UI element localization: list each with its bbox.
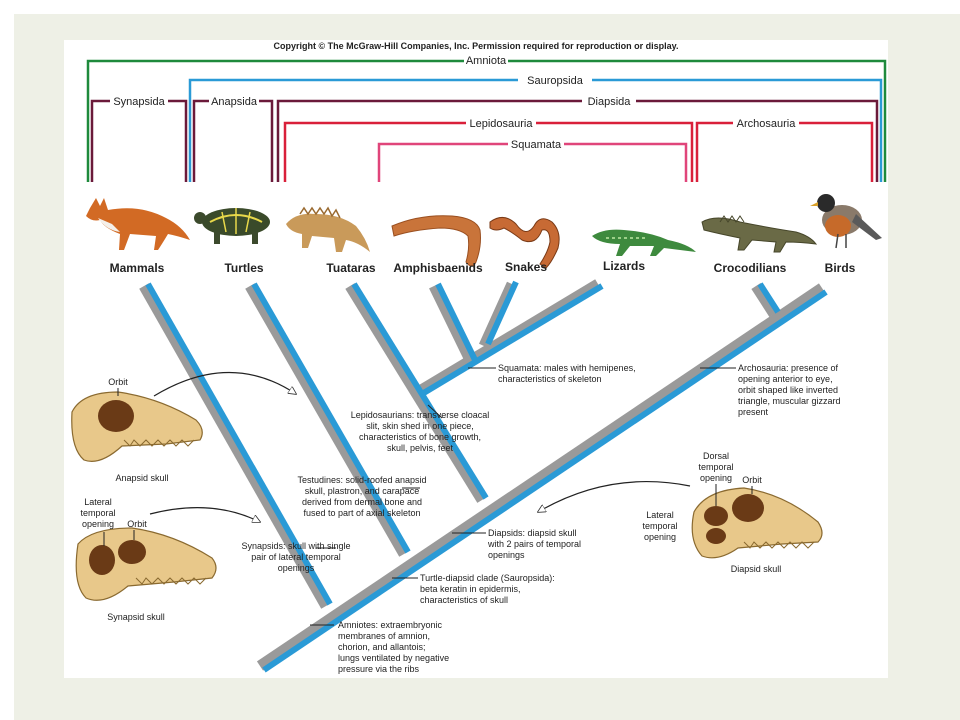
turtle-icon	[194, 208, 270, 244]
sauropsida-label: Sauropsida	[527, 75, 584, 87]
leader-lines	[310, 367, 736, 626]
diapsid-skull: Dorsal temporal opening Orbit Lateral te…	[642, 451, 823, 574]
svg-text:opening: opening	[644, 532, 676, 542]
curved-arrows	[149, 371, 691, 522]
synapsid-skull: Lateral temporal opening Orbit Synapsid …	[75, 497, 217, 622]
cladogram-branches	[139, 279, 828, 673]
taxon-label-tuataras: Tuataras	[326, 261, 375, 275]
svg-text:openings: openings	[278, 563, 315, 573]
svg-text:temporal: temporal	[698, 462, 733, 472]
annotation-archosauria: Archosauria: presence of opening anterio…	[738, 363, 841, 417]
svg-text:Orbit: Orbit	[108, 377, 128, 387]
svg-text:characteristics of skull: characteristics of skull	[420, 595, 508, 605]
taxon-label-birds: Birds	[825, 261, 856, 275]
svg-text:Synapsids: skull with single: Synapsids: skull with single	[241, 541, 350, 551]
fox-icon	[86, 198, 190, 250]
taxon-label-snakes: Snakes	[505, 260, 547, 274]
svg-text:Lateral: Lateral	[84, 497, 112, 507]
top-white-band	[0, 0, 960, 14]
svg-text:with 2 pairs of temporal: with 2 pairs of temporal	[487, 539, 581, 549]
annotation-lepidosaurians: Lepidosaurians: transverse cloacal slit,…	[351, 410, 490, 453]
annotation-diapsids: Diapsids: diapsid skull with 2 pairs of …	[487, 528, 581, 560]
anapsida-bracket	[192, 99, 274, 182]
crocodile-icon	[701, 215, 818, 253]
svg-text:Anapsid skull: Anapsid skull	[115, 473, 168, 483]
svg-text:Synapsid skull: Synapsid skull	[107, 612, 165, 622]
copyright-text: Copyright © The McGraw-Hill Companies, I…	[273, 41, 678, 51]
svg-text:pair of lateral temporal: pair of lateral temporal	[251, 552, 341, 562]
svg-text:characteristics of bone growth: characteristics of bone growth,	[359, 432, 481, 442]
svg-text:temporal: temporal	[80, 508, 115, 518]
svg-text:opening: opening	[700, 473, 732, 483]
svg-text:slit, skin shed in one piece,: slit, skin shed in one piece,	[366, 421, 474, 431]
synapsida-bracket	[90, 99, 188, 182]
sauropsida-bracket	[188, 78, 883, 182]
lizard-icon	[592, 229, 696, 256]
annotation-turtle-diapsid: Turtle-diapsid clade (Sauropsida): beta …	[420, 573, 555, 605]
svg-text:Testudines: solid-roofed anaps: Testudines: solid-roofed anapsid	[297, 475, 426, 485]
svg-text:skull, plastron, and carapace: skull, plastron, and carapace	[305, 486, 420, 496]
svg-text:characteristics of skeleton: characteristics of skeleton	[498, 374, 602, 384]
svg-text:orbit shaped like inverted: orbit shaped like inverted	[738, 385, 838, 395]
svg-text:present: present	[738, 407, 769, 417]
bird-icon	[810, 194, 882, 249]
svg-text:membranes of amnion,: membranes of amnion,	[338, 631, 430, 641]
svg-text:Squamata: males with hemipenes: Squamata: males with hemipenes,	[498, 363, 636, 373]
svg-text:pressure via the ribs: pressure via the ribs	[338, 664, 420, 674]
svg-text:Amniotes: extraembryonic: Amniotes: extraembryonic	[338, 620, 443, 630]
svg-text:triangle, muscular gizzard: triangle, muscular gizzard	[738, 396, 841, 406]
svg-text:Orbit: Orbit	[127, 519, 147, 529]
amniota-label: Amniota	[466, 55, 507, 67]
tuatara-icon	[286, 206, 370, 252]
svg-text:lungs ventilated by negative: lungs ventilated by negative	[338, 653, 449, 663]
svg-text:Turtle-diapsid clade (Sauropsi: Turtle-diapsid clade (Sauropsida):	[420, 573, 555, 583]
synapsida-label: Synapsida	[113, 96, 165, 108]
svg-text:temporal: temporal	[642, 521, 677, 531]
svg-text:fused to part of axial skeleto: fused to part of axial skeleton	[303, 508, 420, 518]
lepidosauria-label: Lepidosauria	[470, 118, 534, 130]
amphisbaenid-icon	[391, 215, 481, 267]
svg-text:Lateral: Lateral	[646, 510, 674, 520]
svg-text:beta keratin in epidermis,: beta keratin in epidermis,	[420, 584, 521, 594]
svg-text:openings: openings	[488, 550, 525, 560]
annotation-squamata: Squamata: males with hemipenes, characte…	[498, 363, 636, 384]
svg-text:opening: opening	[82, 519, 114, 529]
anapsida-label: Anapsida	[211, 96, 258, 108]
svg-text:opening anterior to eye,: opening anterior to eye,	[738, 374, 833, 384]
annotation-amniotes: Amniotes: extraembryonic membranes of am…	[338, 620, 449, 674]
diapsida-label: Diapsida	[588, 96, 632, 108]
svg-text:Dorsal: Dorsal	[703, 451, 729, 461]
left-white-band	[0, 0, 14, 720]
annotation-synapsids: Synapsids: skull with single pair of lat…	[241, 541, 350, 573]
snake-icon	[489, 217, 560, 269]
diapsida-bracket	[276, 99, 879, 182]
lepidosauria-bracket	[283, 121, 694, 182]
svg-text:chorion, and allantois;: chorion, and allantois;	[338, 642, 426, 652]
annotation-testudines: Testudines: solid-roofed anapsid skull, …	[297, 475, 426, 518]
squamata-label: Squamata	[511, 139, 562, 151]
archosauria-label: Archosauria	[737, 118, 797, 130]
anapsid-skull: Orbit Anapsid skull	[71, 377, 203, 483]
svg-text:Diapsid skull: Diapsid skull	[731, 564, 782, 574]
taxon-label-lizards: Lizards	[603, 259, 645, 273]
svg-text:Lepidosaurians: transverse clo: Lepidosaurians: transverse cloacal	[351, 410, 490, 420]
svg-text:skull, pelvis, feet: skull, pelvis, feet	[387, 443, 454, 453]
svg-text:Diapsids: diapsid skull: Diapsids: diapsid skull	[488, 528, 577, 538]
taxon-label-turtles: Turtles	[224, 261, 263, 275]
taxon-label-amphisbaenids: Amphisbaenids	[393, 261, 483, 275]
archosauria-bracket	[695, 121, 874, 182]
svg-text:Archosauria: presence of: Archosauria: presence of	[738, 363, 839, 373]
taxon-label-mammals: Mammals	[110, 261, 165, 275]
taxon-label-crocodilians: Crocodilians	[714, 261, 787, 275]
svg-text:derived from dermal bone and: derived from dermal bone and	[302, 497, 422, 507]
svg-text:Orbit: Orbit	[742, 475, 762, 485]
